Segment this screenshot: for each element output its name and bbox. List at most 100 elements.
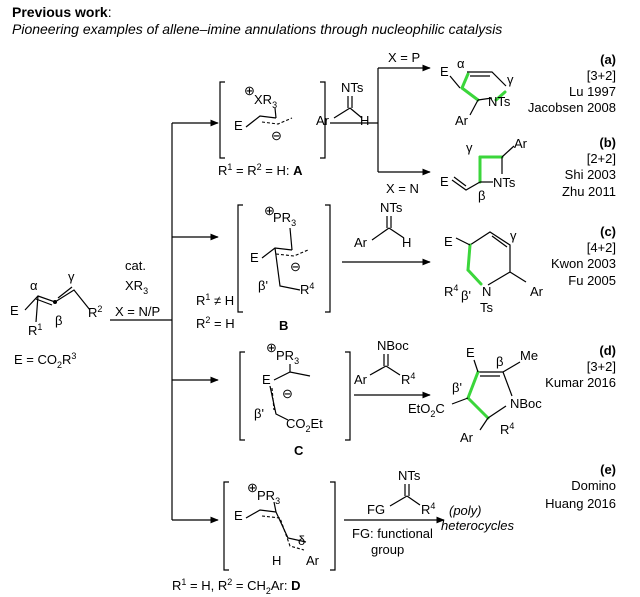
pd-green-1 [466, 370, 480, 400]
B-p-bond [289, 227, 293, 251]
imine-d-bonds [369, 365, 401, 376]
pa-ar-bond [469, 99, 479, 116]
imine-c: NTs Ar H [342, 200, 431, 266]
pa-green-3 [494, 90, 507, 102]
A-minus: ⊖ [271, 128, 282, 143]
C-e: E [262, 372, 271, 387]
D-bracket-left [223, 481, 229, 571]
imine-e-fg2: group [371, 542, 404, 557]
cat-xeq: X = N/P [115, 304, 160, 319]
C-bprime: β' [254, 406, 264, 421]
pa-green-1 [460, 72, 470, 90]
header: Previous work: Pioneering examples of al… [12, 4, 502, 38]
pa-e-bond [449, 75, 461, 89]
B-bracket-right [325, 204, 331, 313]
A-plus: ⊕ [244, 83, 255, 98]
header-title: Previous work [12, 4, 108, 20]
imine-c-h: H [402, 235, 411, 250]
pa-alpha: α [457, 56, 465, 71]
pa-ref1: Lu 1997 [569, 84, 616, 99]
D-p-bond [273, 501, 277, 513]
allene-e: E [10, 303, 19, 318]
B-minus: ⊖ [290, 259, 301, 274]
allene-gamma: γ [68, 269, 75, 284]
allene-r1-bond [35, 295, 39, 323]
B-deloc [275, 249, 309, 257]
pc-ts: Ts [480, 300, 494, 315]
pb-gamma: γ [466, 140, 473, 155]
branch-xp: X = P [388, 50, 420, 65]
allene-double-bond-2 [57, 286, 73, 299]
pa-ar: Ar [455, 113, 469, 128]
C-pr3: PR3 [276, 348, 299, 366]
pc-e-bond [455, 237, 471, 246]
pb-e: E [440, 174, 449, 189]
B-bprime: β' [258, 278, 268, 293]
intermediate-A: ⊕ XR3 E ⊖ R1 = R2 = H: A [218, 81, 326, 178]
pc-dbl [491, 235, 508, 248]
pc-ring [469, 231, 511, 286]
allene-alpha: α [30, 278, 38, 293]
pc-type: [4+2] [587, 240, 616, 255]
imine-e-r4: R4 [421, 501, 435, 517]
pd-r4: R4 [500, 421, 514, 437]
pc-gamma: γ [510, 228, 517, 243]
D-caption: R1 = H, R2 = CH2Ar: D [172, 577, 300, 596]
pe-poly: (poly) [449, 503, 482, 518]
pc-tag: (c) [600, 224, 616, 239]
product-a: E α γ NTs Ar (a) [3+2] Lu 1997 Jacobsen … [440, 52, 616, 128]
D-plus: ⊕ [247, 480, 258, 495]
allene-bonds [24, 289, 91, 311]
allene-double-bond-1 [35, 298, 53, 306]
A-x-bond [274, 107, 277, 119]
B-pr3: PR3 [273, 210, 296, 228]
pd-bond-n [487, 405, 507, 419]
pd-ester-bond [451, 397, 469, 405]
product-e: (poly) heterocycles (e) Domino Huang 201… [441, 462, 616, 533]
allene-beta: β [55, 313, 62, 328]
pa-e: E [440, 64, 449, 79]
pb-ar-bond [501, 145, 515, 158]
A-xr3: XR3 [254, 92, 277, 110]
D-delta: δ [298, 533, 305, 548]
pe-tag: (e) [600, 462, 616, 477]
pb-beta: β [478, 188, 485, 203]
cat-label: cat. [125, 258, 146, 273]
pb-type: [2+2] [587, 151, 616, 166]
intermediate-D: ⊕ PR3 E H δ Ar R1 = H, R2 = CH2Ar: D [172, 480, 336, 596]
pa-nts: NTs [488, 94, 511, 109]
C-bracket-right [345, 351, 351, 441]
allene-r2: R2 [88, 304, 102, 320]
pe-ref1: Huang 2016 [545, 496, 616, 511]
D-bracket-right [330, 481, 336, 571]
imine-a-nts: NTs [341, 80, 364, 95]
pb-ar: Ar [514, 136, 528, 151]
branch-xn: X = N [386, 181, 419, 196]
product-d: E β Me β' EtO2C NBoc Ar R4 (d) [3+2] Kum… [408, 343, 616, 445]
imine-e: NTs FG R4 FG: functional group [344, 468, 445, 557]
imine-e-bonds [389, 495, 421, 507]
C-label: C [294, 443, 304, 458]
pa-bonds-top [467, 71, 507, 87]
header-colon: : [107, 4, 112, 20]
split-r1: R1 ≠ H [196, 292, 234, 308]
pc-e: E [444, 234, 453, 249]
pd-type: [3+2] [587, 359, 616, 374]
pe-het: heterocycles [441, 518, 514, 533]
C-co2et: CO2Et [286, 416, 323, 434]
pe-type: Domino [571, 478, 616, 493]
pc-r4: R4 [444, 283, 458, 299]
C-chain [269, 385, 289, 421]
imine-d-ar: Ar [354, 372, 368, 387]
pc-n: N [482, 284, 491, 299]
intermediate-B: ⊕ PR3 E ⊖ β' R4 B [237, 203, 331, 333]
pd-beta: β [496, 354, 503, 369]
pd-nboc: NBoc [510, 396, 542, 411]
imine-c-nts: NTs [380, 200, 403, 215]
B-plus: ⊕ [264, 203, 275, 218]
imine-a: NTs Ar H [316, 80, 369, 128]
C-bracket-left [239, 351, 245, 441]
pd-ar: Ar [460, 430, 474, 445]
pd-me: Me [520, 348, 538, 363]
